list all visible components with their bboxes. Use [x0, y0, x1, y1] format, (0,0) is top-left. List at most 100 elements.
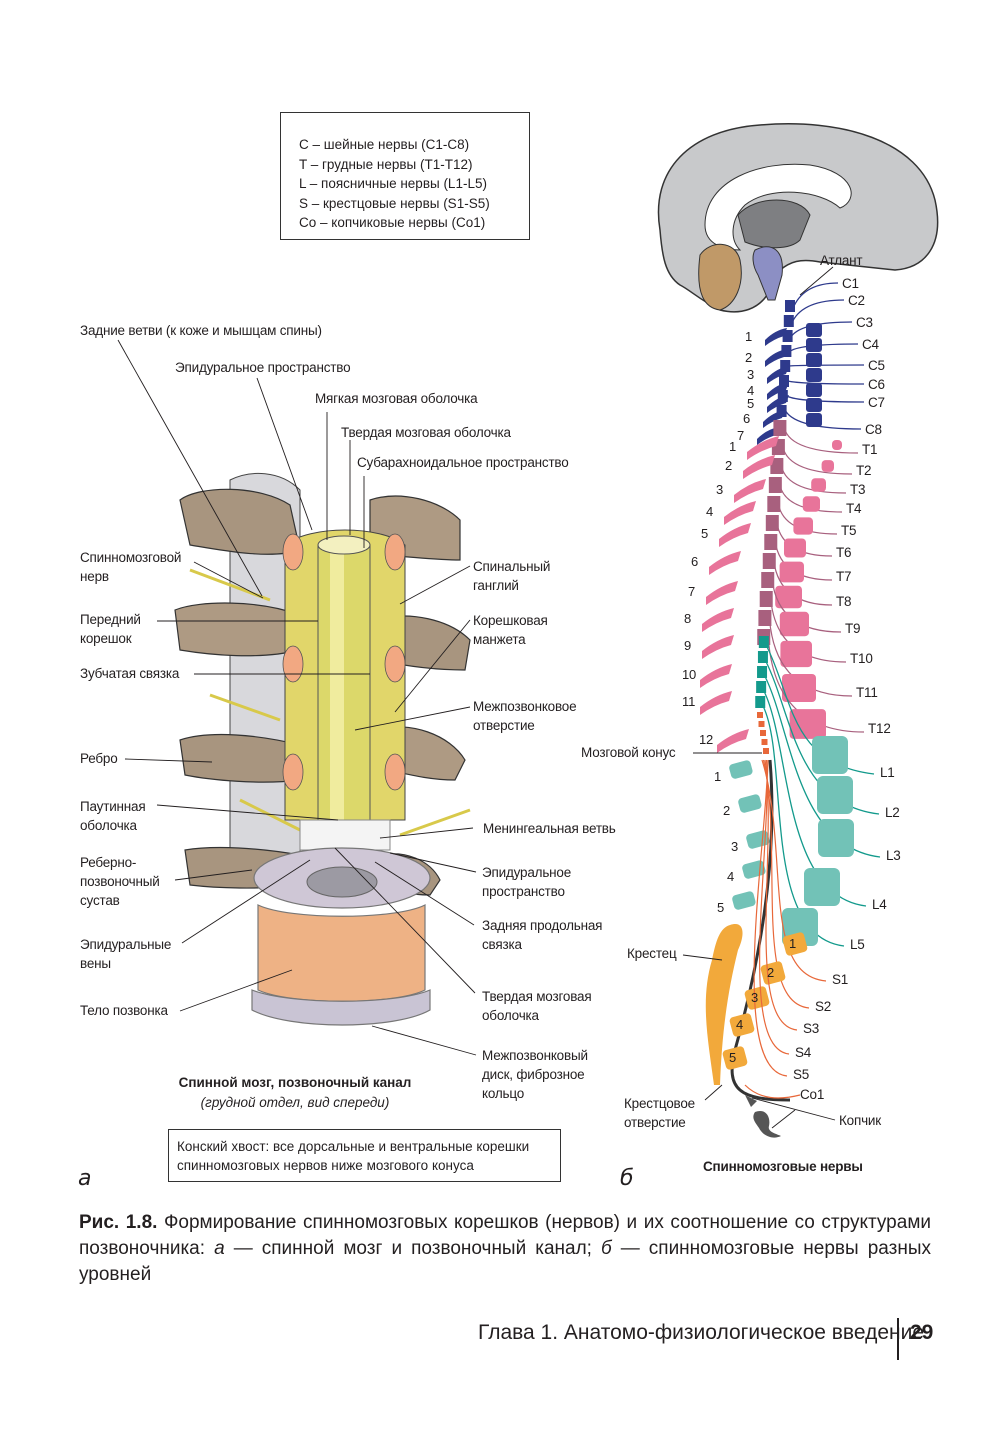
lumbar-spinous-process [746, 830, 770, 849]
lumbar-vertebral-body [818, 819, 854, 857]
lumbar-nerve-label-L1: L1 [880, 765, 895, 780]
label-epidural-veins-line2: вены [80, 956, 111, 971]
cervical-vertebra-number-4: 4 [747, 383, 755, 398]
label-epidural-veins: Эпидуральные вены [80, 935, 171, 973]
lumbar-cord-segment [757, 666, 768, 678]
label-spinal-ganglion-line1: Спинальный [473, 559, 551, 574]
label-conus-medullaris: Мозговой конус [581, 745, 676, 760]
sacral-vertebra-number-3: 3 [751, 990, 759, 1005]
lumbar-vertebra-number-2: 2 [723, 803, 731, 818]
cervical-spinous-process [763, 410, 785, 428]
nucleus [306, 866, 378, 898]
cervical-vertebral-body [806, 413, 822, 427]
cervical-nerve-label-C5: C5 [868, 358, 885, 373]
legend-line-thoracic: T – грудные нервы (T1-T12) [299, 156, 473, 172]
thoracic-vertebral-body [793, 517, 813, 535]
thoracic-vertebral-body [779, 561, 804, 583]
label-posterior-longitudinal-ligament: Задняя продольная связка [482, 916, 602, 954]
thoracic-vertebra-number-8: 8 [684, 611, 692, 626]
label-sacral-foramen-line1: Крестцовое [624, 1096, 695, 1111]
cervical-cord-segment [780, 360, 791, 372]
caption-letter-a: а [214, 1238, 225, 1259]
label-spinal-nerve-line2: нерв [80, 569, 109, 584]
label-anterior-root: Передний корешок [80, 610, 141, 648]
cervical-nerve-line [785, 410, 862, 430]
sacrum [705, 924, 743, 1085]
label-ligament-line1: Задняя продольная [482, 918, 603, 933]
cervical-cord-segment [781, 345, 792, 357]
cervical-nerve-label-C1: C1 [842, 276, 859, 291]
thoracic-spinous-process [702, 635, 734, 659]
thalamus [737, 199, 811, 249]
caption-part-b: — спинномозговые нервы разных уровней [79, 1238, 932, 1285]
sacral-vertebra [729, 1013, 755, 1037]
running-footer-chapter: Глава 1. Анатомо-физиологическое введени… [478, 1321, 925, 1344]
thoracic-vertebral-body [821, 460, 834, 472]
thoracic-vertebral-body [779, 611, 809, 637]
conus-segment [758, 721, 765, 727]
sacral-vertebra-number-1: 1 [789, 936, 797, 951]
cervical-nerve-line [786, 395, 865, 403]
sacral-vertebra [722, 1046, 748, 1070]
cervical-nerve-line [791, 321, 853, 337]
sacral-nerve-line [759, 759, 790, 1055]
lumbar-vertebral-body [817, 776, 853, 814]
thoracic-spinous-process [709, 551, 741, 575]
label-costovertebral-joint: Реберно- позвоночный сустав [80, 853, 160, 910]
label-pia-mater: Мягкая мозговая оболочка [315, 391, 478, 406]
coccyx-leader-2 [771, 1109, 796, 1129]
label-epidural-veins-line1: Эпидуральные [80, 937, 172, 952]
thoracic-vertebra-number-3: 3 [716, 482, 724, 497]
thoracic-spinous-process [700, 664, 732, 688]
sacral-nerve-line [761, 759, 827, 982]
lumbar-nerve-label-L5: L5 [850, 937, 865, 952]
label-dura-mater: Твердая мозговая оболочка [482, 987, 592, 1025]
cervical-vertebral-body [806, 368, 822, 382]
lumbar-vertebra-number-3: 3 [731, 839, 739, 854]
label-arachnoid: Паутинная оболочка [80, 797, 146, 835]
label-sacral-foramen-line2: отверстие [624, 1115, 686, 1130]
cervical-vertebral-body [806, 353, 822, 367]
thoracic-nerve-label-T10: T10 [850, 651, 873, 666]
thoracic-nerve-label-T5: T5 [841, 523, 857, 538]
lumbar-spinous-process [738, 794, 762, 813]
sacral-nerve-label-S3: S3 [803, 1021, 820, 1036]
figure-number: Рис. 1.8. [79, 1212, 158, 1233]
footer-divider [897, 1318, 899, 1360]
cervical-spinous-process [767, 366, 789, 384]
thoracic-vertebral-body [832, 440, 842, 450]
panel-a-subcaption: Спинной мозг, позвоночный канал (грудной… [160, 1073, 430, 1113]
label-spinal-ganglion-line2: ганглий [473, 578, 519, 593]
thoracic-spinous-process [743, 455, 775, 479]
pedicles [282, 533, 406, 791]
lumbar-cord-segment [756, 681, 767, 693]
label-anterior-root-line1: Передний [80, 612, 141, 627]
cervical-vertebral-body [806, 398, 822, 412]
panel-a-subcaption-note: (грудной отдел, вид спереди) [200, 1095, 390, 1110]
label-intervertebral-foramen: Межпозвонковое отверстие [473, 697, 577, 735]
label-epidural-space-line1: Эпидуральное [482, 865, 572, 880]
thoracic-cord-segment [762, 553, 776, 569]
legend-line-cervical: C – шейные нервы (C1-C8) [299, 137, 470, 152]
cervical-nerve-label-C8: C8 [865, 422, 882, 437]
cervical-spinous-process [765, 349, 787, 367]
note-line1: Конский хвост: все дорсальные и вентраль… [177, 1139, 530, 1154]
nerve-legend-box: C – шейные нервы (C1-C8) T – грудные нер… [280, 112, 530, 240]
thoracic-spinous-process [700, 691, 732, 715]
label-anterior-root-line2: корешок [80, 631, 132, 646]
cervical-vertebra-number-1: 1 [745, 329, 753, 344]
sacral-nerve-label-S5: S5 [793, 1067, 810, 1082]
thoracic-nerve-line [767, 636, 865, 733]
conus-segment [757, 712, 763, 718]
cervical-nerve-label-C7: C7 [868, 395, 885, 410]
thoracic-spinous-process [719, 523, 751, 547]
label-foramen-line2: отверстие [473, 718, 535, 733]
cerebellum [698, 243, 742, 311]
cervical-cord-segment [777, 390, 788, 402]
thoracic-cord-segment [773, 420, 787, 436]
brainstem [752, 246, 783, 301]
disc-bottom [251, 989, 431, 1026]
coccyx-leader-1 [751, 1097, 836, 1121]
label-subarachnoid-space: Субарахноидальное пространство [357, 455, 569, 470]
